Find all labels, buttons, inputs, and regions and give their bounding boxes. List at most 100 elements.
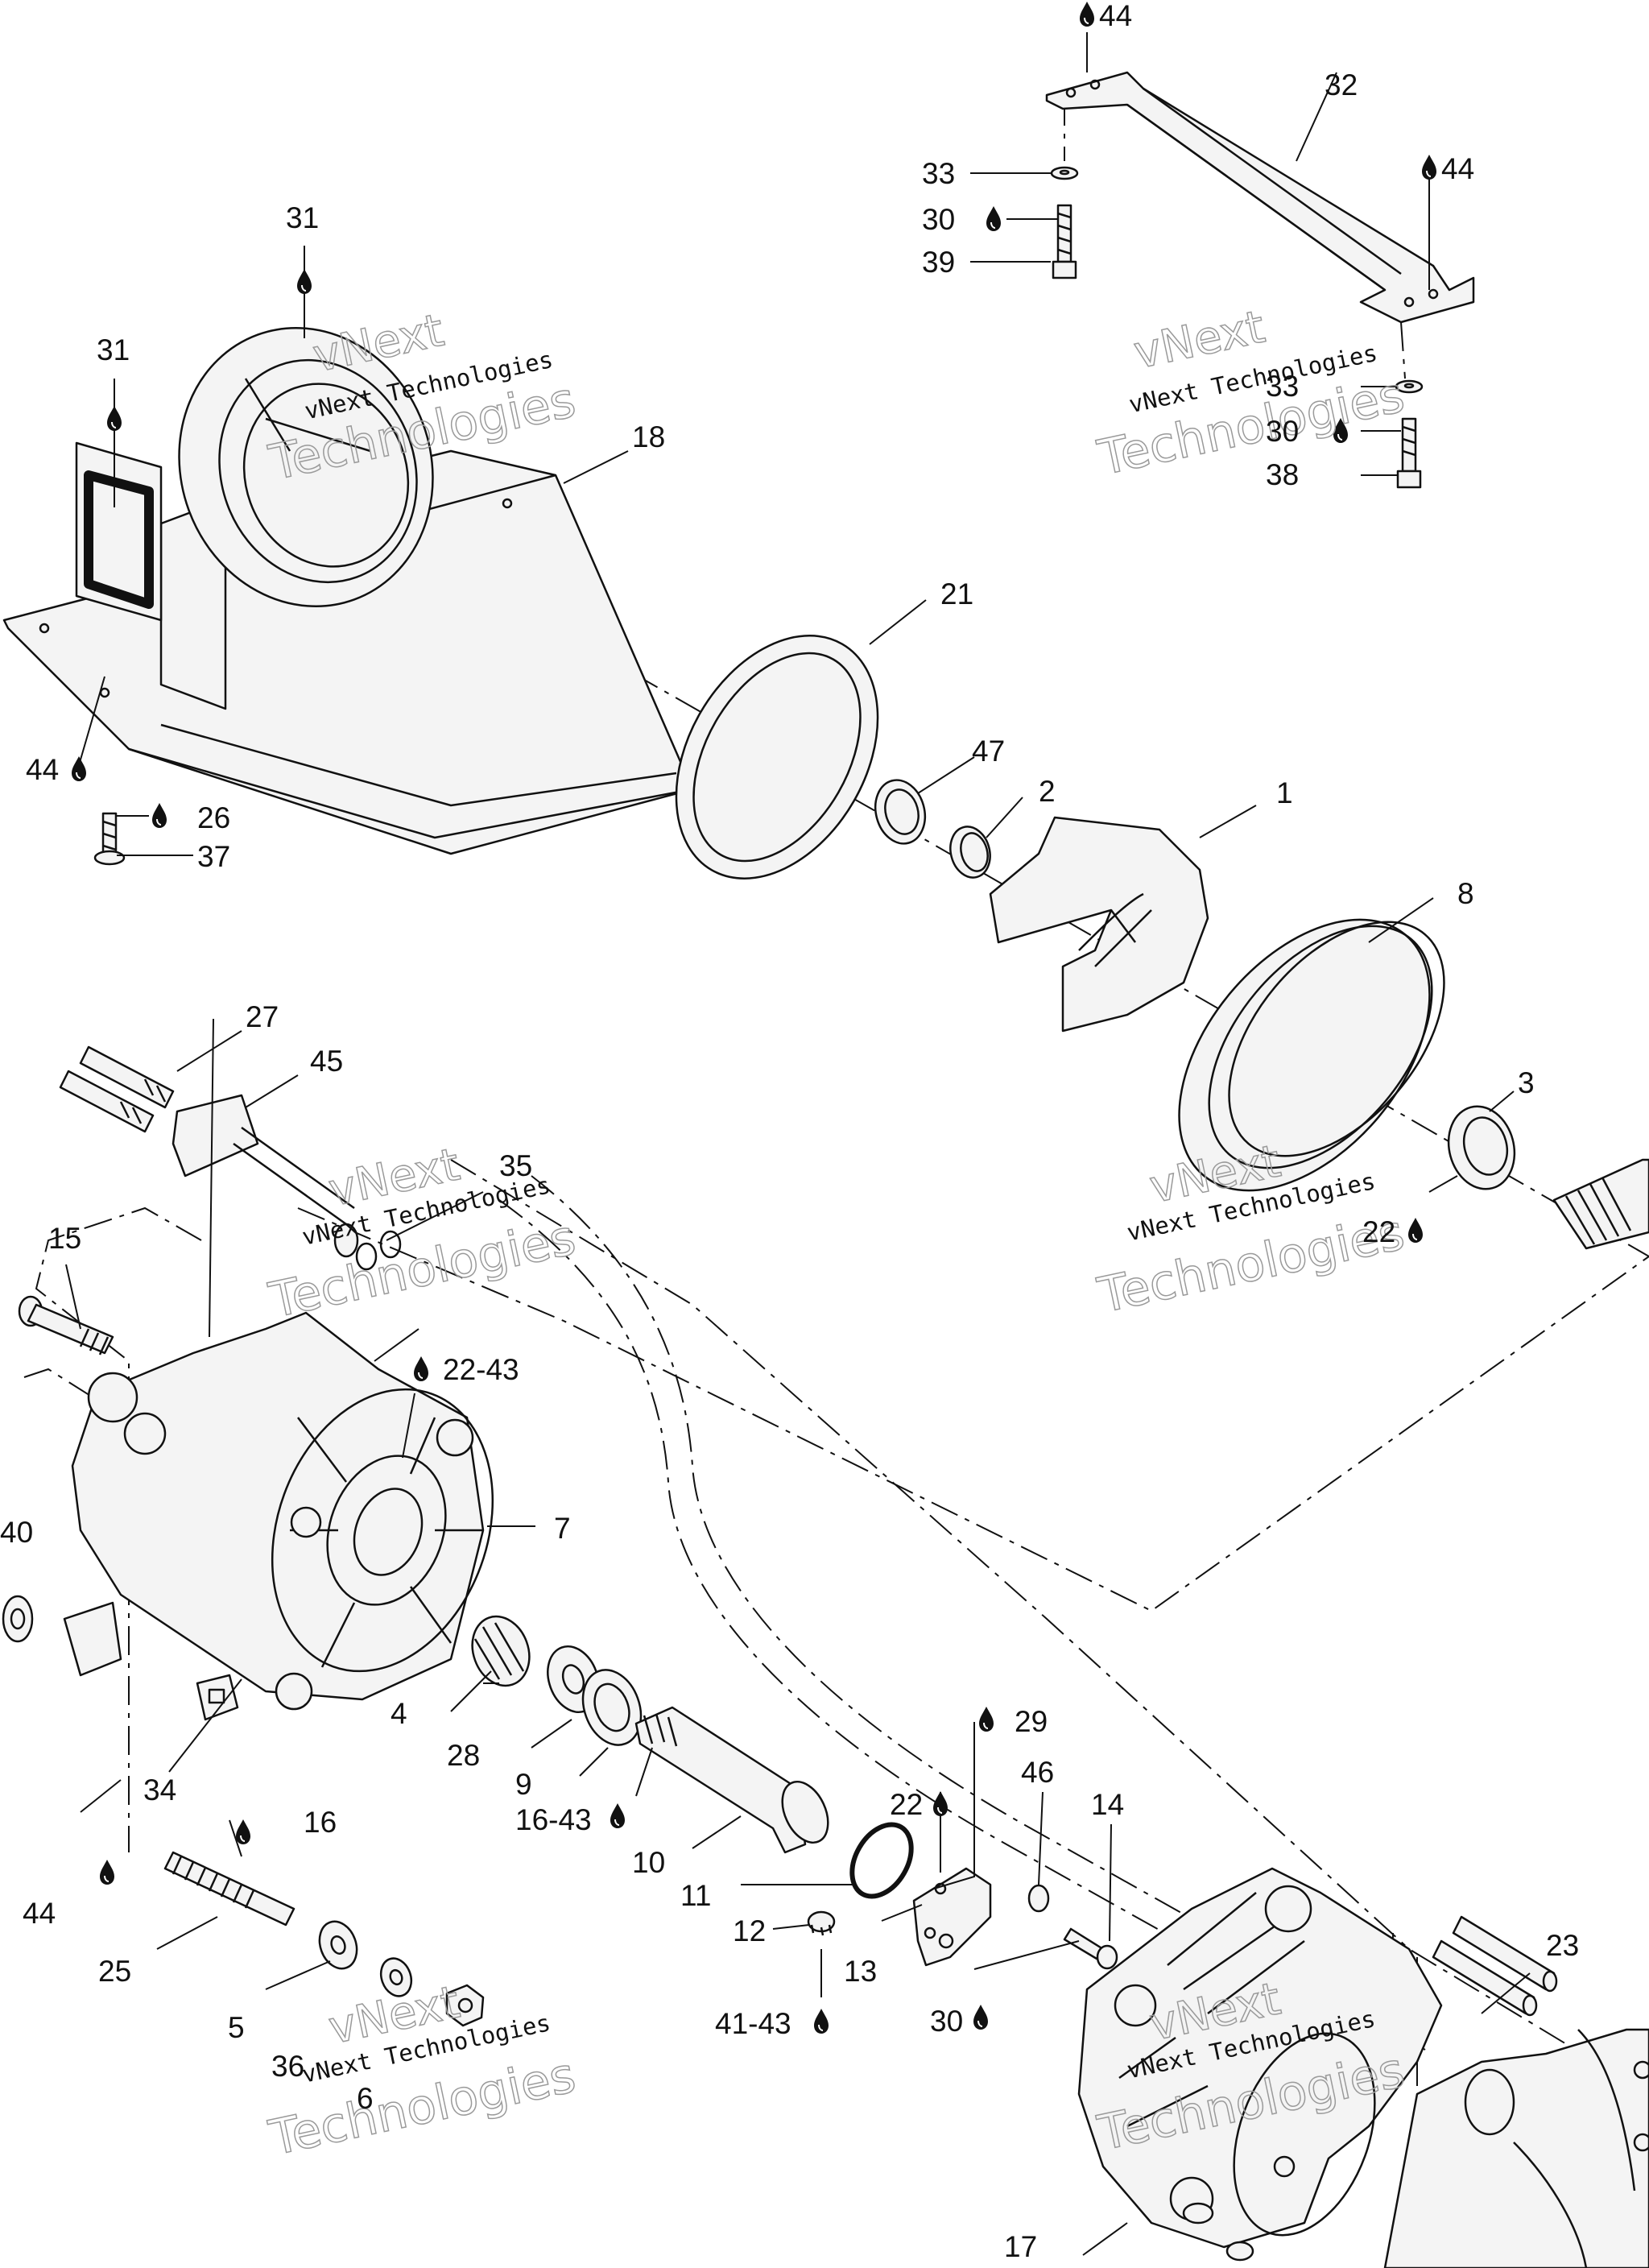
label-31: 31 [97, 333, 130, 366]
label-38: 38 [1266, 458, 1299, 491]
screw-37 [93, 812, 126, 866]
label-22: 22 [1362, 1215, 1395, 1248]
drop-icon [106, 405, 122, 432]
cap-part-13 [912, 1867, 992, 1967]
label-25: 25 [98, 1955, 131, 1988]
pump-housing-part-7 [63, 1311, 494, 1711]
label-15: 15 [48, 1222, 81, 1255]
bushing-part-2 [949, 826, 991, 879]
wear-ring-part-8 [1178, 918, 1445, 1192]
label-12: 12 [733, 1914, 766, 1947]
label-10: 10 [632, 1846, 665, 1879]
needle-bearing-right [1552, 1158, 1649, 1250]
o-ring-part-11 [849, 1822, 914, 1899]
watermark-2: vNext vNext Technologies Technologies [1093, 300, 1410, 487]
thrust-bearing-part-9 [581, 1669, 643, 1746]
screw-part-14 [1063, 1927, 1118, 1970]
drop-icon [813, 2008, 829, 2034]
ring-seal-part-21 [675, 635, 879, 879]
label-44: 44 [23, 1897, 56, 1930]
label-33: 33 [1266, 370, 1299, 403]
label-3: 3 [1518, 1066, 1535, 1099]
label-30: 30 [930, 2005, 963, 2038]
label-11: 11 [680, 1879, 711, 1912]
label-5: 5 [228, 2011, 245, 2044]
label-46: 46 [1021, 1756, 1054, 1789]
stud-part-25 [163, 1851, 295, 1927]
label-47: 47 [972, 735, 1005, 768]
o-rings-part-35 [333, 1223, 402, 1271]
part-labels: 44 32 33 44 30 39 33 30 38 31 31 18 21 4… [0, 0, 1579, 2263]
bolt-part-15 [18, 1295, 114, 1355]
label-34: 34 [143, 1773, 176, 1807]
label-18: 18 [632, 420, 665, 453]
drop-icon [610, 1802, 626, 1829]
label-39: 39 [922, 246, 955, 279]
pins-part-23 [1432, 1915, 1558, 2017]
label-22-43: 22-43 [443, 1353, 519, 1386]
drop-icon [973, 2004, 989, 2030]
drop-icon [99, 1859, 115, 1885]
impeller-part-1 [989, 816, 1209, 1033]
label-16: 16 [304, 1806, 337, 1839]
mounting-base-part-18 [2, 449, 694, 855]
label-29: 29 [1015, 1705, 1048, 1738]
label-32: 32 [1325, 68, 1358, 101]
drop-icon [986, 205, 1002, 232]
screw-39 [1052, 204, 1077, 279]
label-45: 45 [310, 1045, 343, 1078]
drop-icon [932, 1790, 948, 1817]
label-26: 26 [197, 801, 230, 834]
leader-lines [65, 32, 1531, 2256]
seal-part-3 [1447, 1105, 1516, 1190]
lock-washer-part-36 [379, 1957, 413, 1997]
label-23: 23 [1546, 1929, 1579, 1962]
decal-part-31 [75, 441, 163, 622]
label-4: 4 [391, 1697, 407, 1730]
label-28: 28 [447, 1739, 480, 1772]
drop-icon [1421, 154, 1437, 180]
plug-part-12 [807, 1910, 836, 1936]
label-21: 21 [940, 577, 973, 610]
needle-bearing-part-4 [471, 1615, 531, 1687]
label-13: 13 [844, 1955, 877, 1988]
label-27: 27 [246, 1000, 279, 1033]
drop-icon [296, 268, 312, 295]
label-30: 30 [1266, 415, 1299, 448]
drop-icon [151, 802, 167, 829]
cable-part-45 [172, 1094, 355, 1226]
cable-part-27 [59, 1045, 175, 1133]
screw-38 [1396, 417, 1422, 489]
label-31: 31 [286, 201, 319, 234]
watermark-4: vNext vNext Technologies Technologies [1093, 1135, 1410, 1325]
label-44: 44 [26, 753, 59, 786]
label-7: 7 [554, 1512, 571, 1545]
ring-housing-part-31 [178, 326, 434, 608]
nut-part-34 [196, 1674, 239, 1721]
washer-part-5 [318, 1920, 358, 1970]
label-41-43: 41-43 [715, 2007, 791, 2040]
drop-icon [978, 1706, 994, 1732]
label-36: 36 [271, 2050, 304, 2083]
label-22: 22 [890, 1788, 923, 1821]
nut-part-6 [445, 1984, 485, 2027]
label-2: 2 [1039, 775, 1056, 808]
washer-33-upper [1050, 166, 1079, 180]
bushing-part-47 [874, 779, 927, 845]
label-37: 37 [197, 840, 230, 873]
label-44: 44 [1441, 152, 1474, 185]
drop-icon [1079, 1, 1095, 27]
drop-icon [235, 1819, 251, 1845]
washer-part-46 [1027, 1884, 1050, 1913]
label-35: 35 [499, 1149, 532, 1182]
label-8: 8 [1457, 877, 1474, 910]
nozzle-right-edge [1383, 2028, 1649, 2268]
drop-icon [71, 755, 87, 782]
label-16-43: 16-43 [515, 1803, 592, 1836]
label-6: 6 [357, 2082, 374, 2115]
label-40: 40 [0, 1516, 33, 1549]
washer-part-40 [2, 1595, 34, 1643]
label-14: 14 [1091, 1788, 1124, 1821]
label-1: 1 [1276, 776, 1293, 809]
